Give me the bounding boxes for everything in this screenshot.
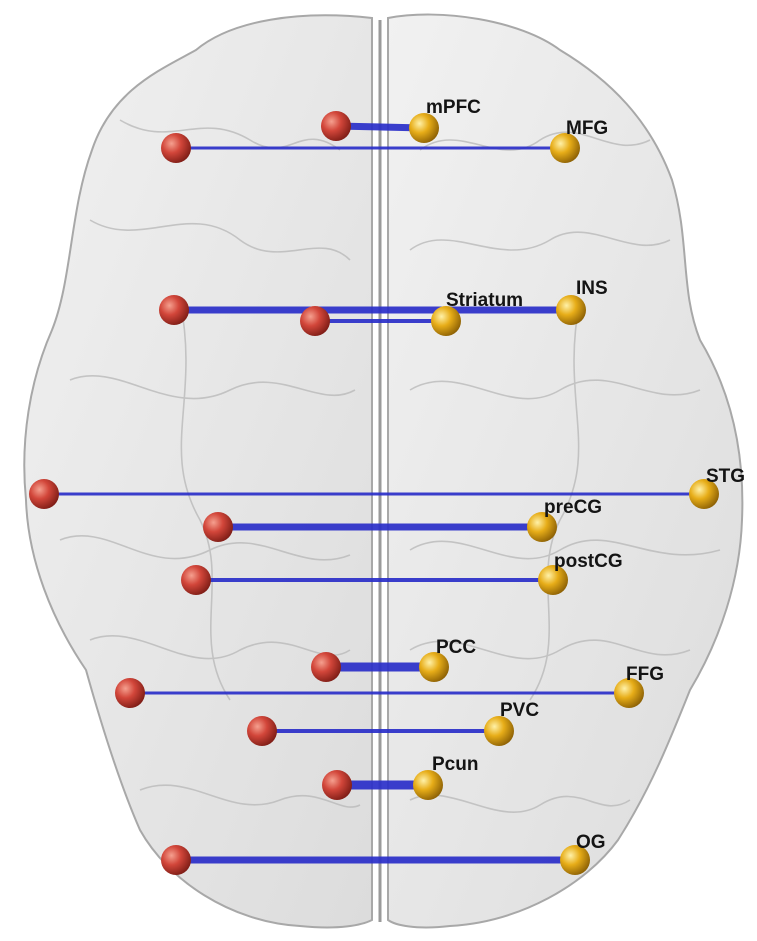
node-right-ins	[556, 295, 586, 325]
node-left-og	[161, 845, 191, 875]
left-hemisphere	[23, 14, 373, 929]
label-striatum: Striatum	[446, 290, 523, 311]
node-right-precg	[527, 512, 557, 542]
label-pcc: PCC	[436, 637, 476, 658]
node-left-pvc	[247, 716, 277, 746]
node-right-og	[560, 845, 590, 875]
brain-outline	[23, 13, 744, 929]
node-right-pvc	[484, 716, 514, 746]
label-precg: preCG	[544, 497, 602, 518]
right-hemisphere-nodes	[409, 113, 719, 875]
label-pcun: Pcun	[432, 754, 478, 775]
connections	[44, 122, 704, 864]
node-left-pcun	[322, 770, 352, 800]
node-right-pcun	[413, 770, 443, 800]
node-left-pcc	[311, 652, 341, 682]
left-hemisphere-nodes	[29, 111, 352, 875]
node-left-postcg	[181, 565, 211, 595]
node-right-postcg	[538, 565, 568, 595]
node-left-ffg	[115, 678, 145, 708]
node-right-stg	[689, 479, 719, 509]
node-left-ins	[159, 295, 189, 325]
node-right-pcc	[419, 652, 449, 682]
node-right-mfg	[550, 133, 580, 163]
node-right-ffg	[614, 678, 644, 708]
region-labels: mPFC MFG Striatum INS STG preCG postCG P…	[426, 97, 745, 853]
label-pvc: PVC	[500, 700, 539, 721]
node-left-mpfc	[321, 111, 351, 141]
node-left-precg	[203, 512, 233, 542]
label-og: OG	[576, 832, 606, 853]
node-left-stg	[29, 479, 59, 509]
label-postcg: postCG	[554, 551, 623, 572]
node-right-mpfc	[409, 113, 439, 143]
label-ins: INS	[576, 278, 608, 299]
right-hemisphere	[387, 13, 744, 929]
label-ffg: FFG	[626, 664, 664, 685]
label-stg: STG	[706, 466, 745, 487]
node-left-striatum	[300, 306, 330, 336]
label-mfg: MFG	[566, 118, 608, 139]
node-right-striatum	[431, 306, 461, 336]
label-mpfc: mPFC	[426, 97, 481, 118]
node-left-mfg	[161, 133, 191, 163]
